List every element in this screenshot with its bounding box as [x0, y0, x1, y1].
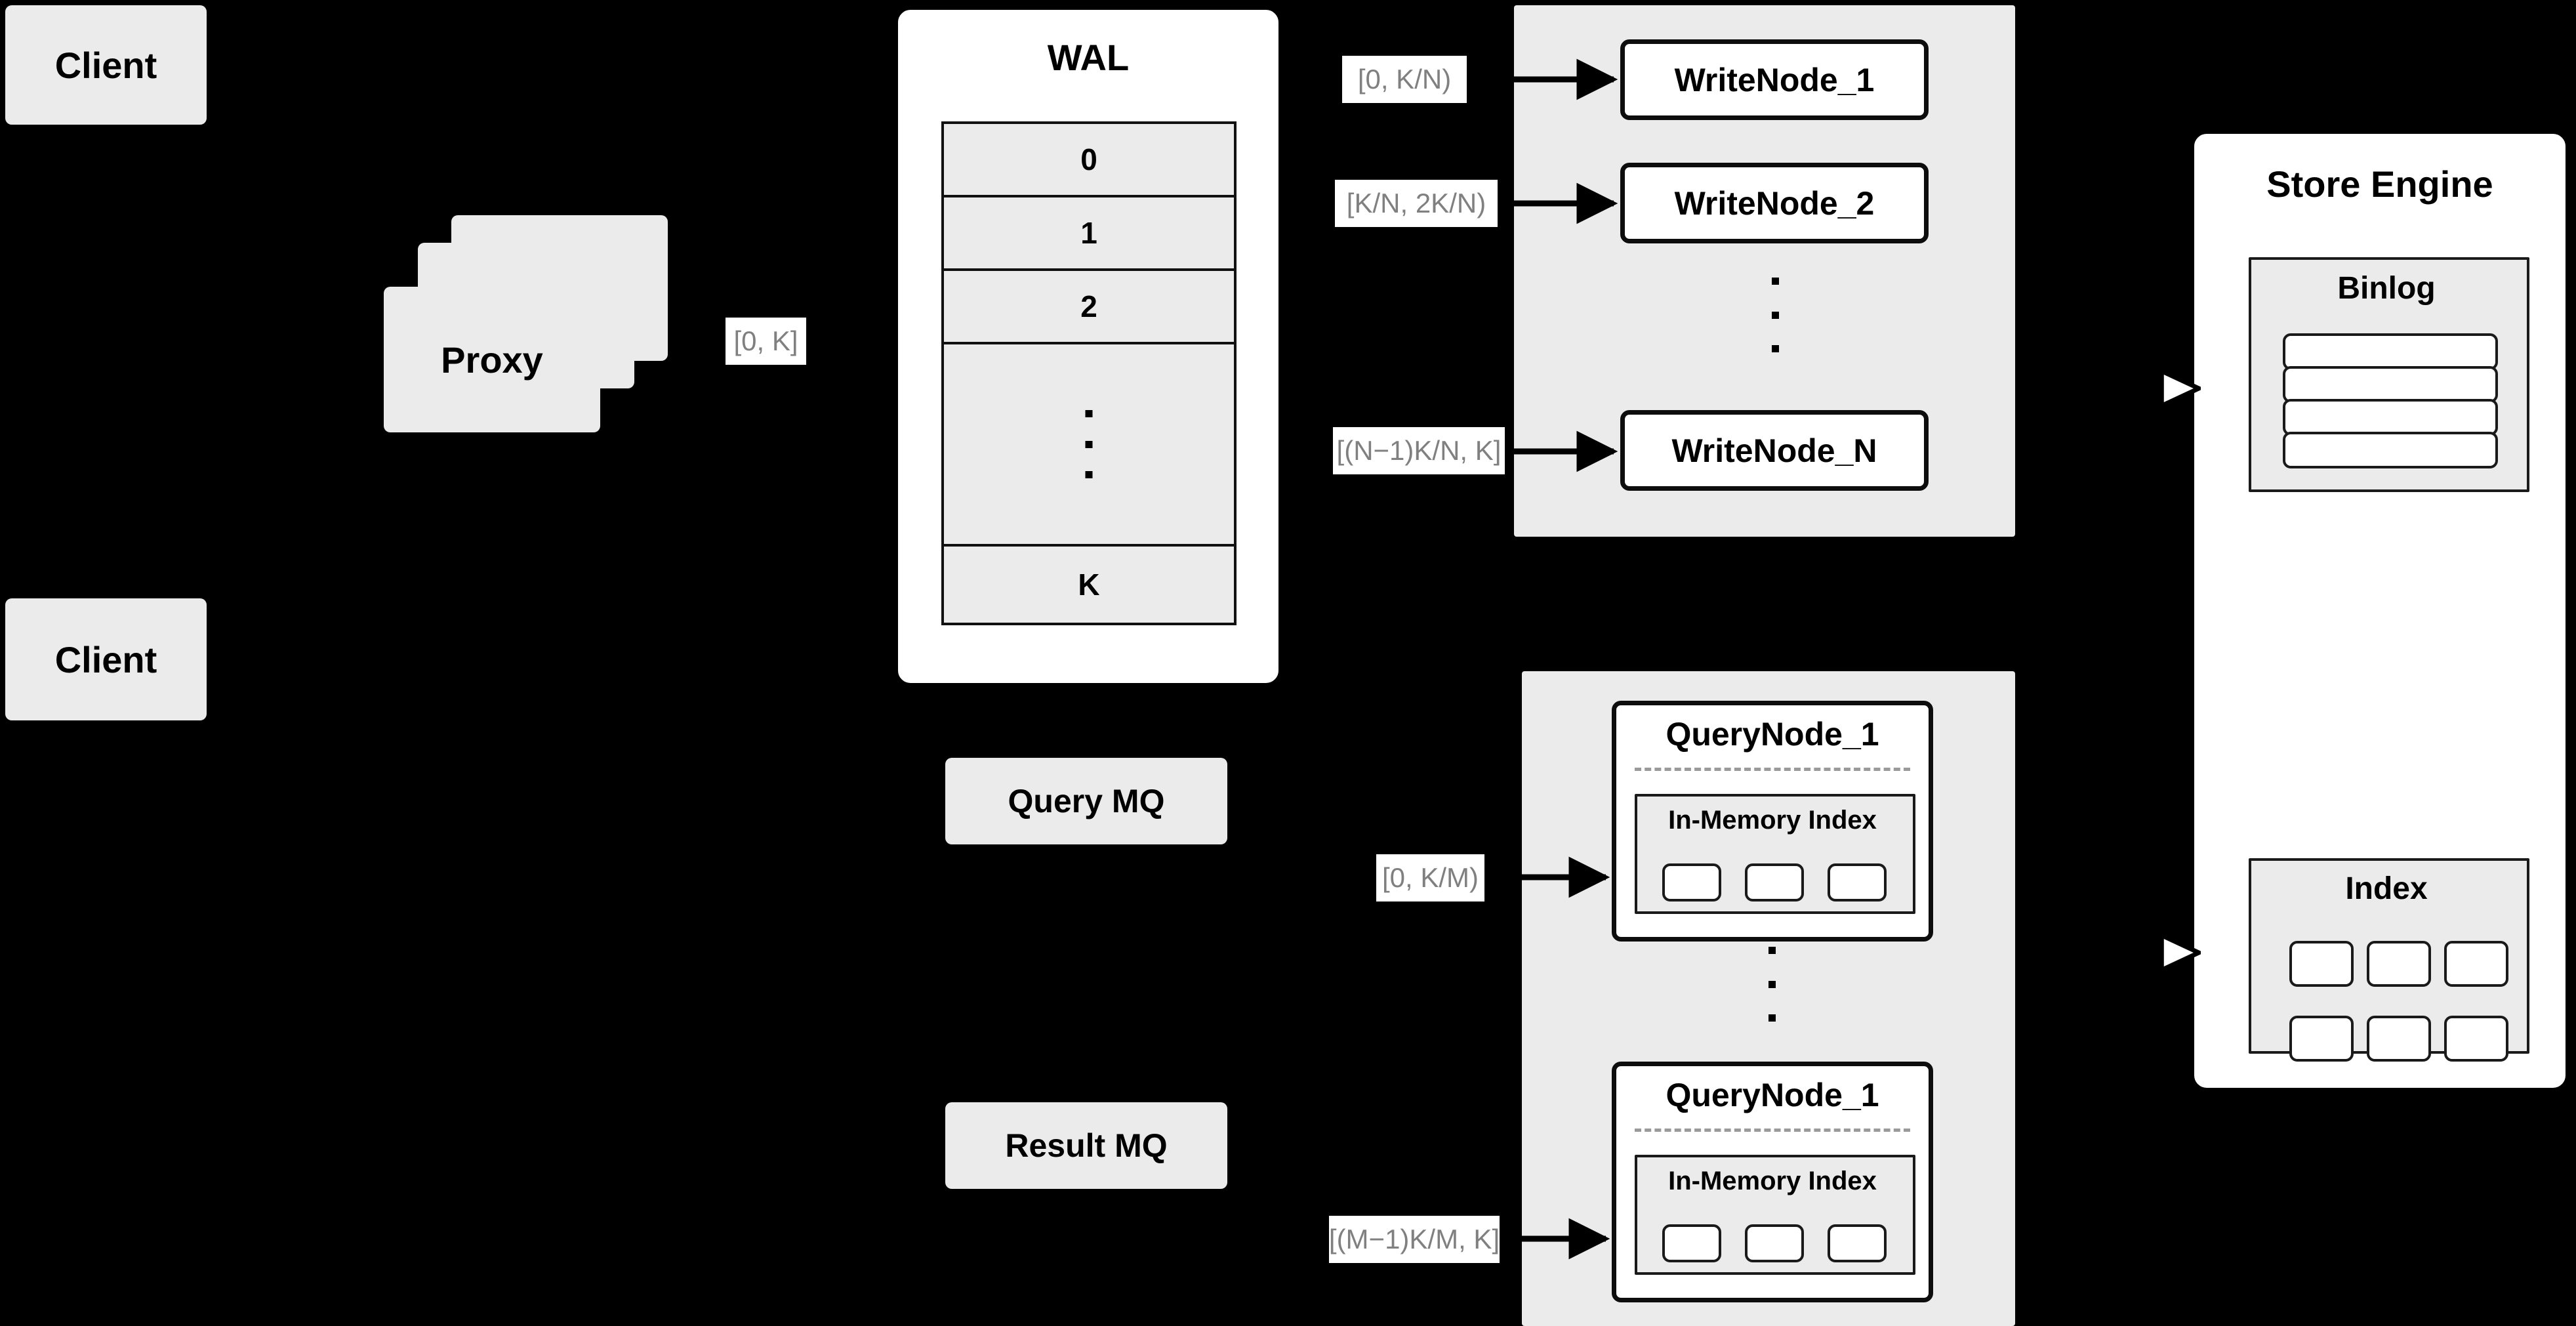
binlog-row-1	[2283, 333, 2498, 370]
binlog-row-2	[2283, 366, 2498, 403]
index-cell-4	[2289, 1016, 2354, 1062]
binlog-row-4	[2283, 432, 2498, 468]
query-node-1-segment-2	[1745, 863, 1804, 901]
wal-row-2: 2	[944, 271, 1234, 344]
proxy-label: Proxy	[441, 339, 543, 381]
write-node-n[interactable]: WriteNode_N	[1620, 410, 1929, 491]
wal-row-1: 1	[944, 197, 1234, 271]
wal-row-0: 0	[944, 124, 1234, 197]
write-node-n-label: WriteNode_N	[1671, 432, 1877, 469]
query-mq-box[interactable]: Query MQ	[945, 758, 1227, 844]
edge-label-wal-to-write-1: [0, K/N)	[1342, 56, 1467, 103]
query-node-m-segment-1	[1662, 1224, 1721, 1262]
binlog-row-3	[2283, 399, 2498, 436]
edge-label-wal-to-write-2: [K/N, 2K/N)	[1335, 180, 1498, 227]
client-label-1: Client	[54, 44, 157, 86]
write-node-ellipsis-dots	[1771, 278, 1779, 352]
index-cell-6	[2444, 1016, 2508, 1062]
write-node-1-label: WriteNode_1	[1674, 61, 1875, 98]
query-node-m-label: QueryNode_1	[1666, 1077, 1879, 1113]
query-node-1-segment-3	[1828, 863, 1887, 901]
wal-ellipsis-dots	[1085, 410, 1093, 478]
result-mq-box[interactable]: Result MQ	[945, 1102, 1227, 1189]
wal-row-k: K	[1078, 568, 1100, 602]
write-node-1[interactable]: WriteNode_1	[1620, 39, 1929, 120]
write-node-2-label: WriteNode_2	[1674, 184, 1875, 222]
query-node-m-index-label: In-Memory Index	[1668, 1167, 1877, 1195]
query-node-1-label: QueryNode_1	[1666, 716, 1879, 753]
edge-label-proxy-to-wal: [0, K]	[726, 318, 806, 365]
client-label-2: Client	[54, 638, 157, 680]
query-node-1-segment-1	[1662, 863, 1721, 901]
edge-label-mq-to-query-1: [0, K/M)	[1376, 854, 1484, 901]
query-node-1-divider	[1635, 768, 1910, 771]
binlog-title: Binlog	[2337, 271, 2436, 306]
proxy-box[interactable]: Proxy	[384, 287, 600, 432]
query-node-m-segment-3	[1828, 1224, 1887, 1262]
index-cell-2	[2367, 941, 2431, 987]
index-cell-5	[2367, 1016, 2431, 1062]
query-node-m-divider	[1635, 1129, 1910, 1132]
wal-table: 0 1 2 K	[941, 121, 1237, 625]
wal-title: WAL	[1047, 37, 1130, 78]
edge-label-wal-to-write-n: [(N−1)K/N, K]	[1333, 427, 1505, 474]
store-engine-title: Store Engine	[2266, 163, 2493, 205]
index-cell-1	[2289, 941, 2354, 987]
write-node-2[interactable]: WriteNode_2	[1620, 163, 1929, 243]
query-node-ellipsis-dots	[1768, 947, 1776, 1022]
query-mq-label: Query MQ	[1008, 783, 1165, 819]
query-node-m-segment-2	[1745, 1224, 1804, 1262]
client-box-1[interactable]: Client	[5, 5, 207, 125]
client-box-2[interactable]: Client	[5, 598, 207, 720]
wal-row-ellipsis	[944, 344, 1234, 547]
result-mq-label: Result MQ	[1005, 1127, 1168, 1164]
edge-label-mq-to-query-m: [(M−1)K/M, K]	[1329, 1216, 1500, 1263]
index-title: Index	[2345, 871, 2428, 906]
query-node-1-index-label: In-Memory Index	[1668, 806, 1877, 835]
index-cell-3	[2444, 941, 2508, 987]
